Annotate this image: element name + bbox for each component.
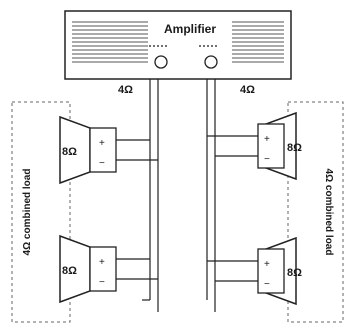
amplifier: Amplifier	[64, 10, 292, 80]
amplifier-label: Amplifier	[164, 22, 216, 36]
minus-sign: −	[264, 279, 270, 290]
speaker-impedance: 8Ω	[62, 146, 77, 158]
minus-sign: −	[99, 158, 105, 169]
plus-sign: +	[264, 134, 270, 145]
speaker-impedance: 8Ω	[62, 265, 77, 277]
speaker-right-bottom: + − 8Ω	[257, 236, 302, 306]
speaker-wires	[116, 135, 258, 301]
right-output-terminal	[204, 55, 218, 69]
plus-sign: +	[264, 259, 270, 270]
speaker-left-top: + − 8Ω	[59, 115, 117, 185]
amplifier-indicator-dots	[149, 45, 217, 47]
left-channel-impedance: 4Ω	[118, 84, 133, 96]
left-output-terminal	[154, 55, 168, 69]
minus-sign: −	[264, 154, 270, 165]
left-group-label: 4Ω combined load	[22, 169, 33, 256]
speaker-left-bottom: + − 8Ω	[59, 234, 117, 304]
right-group-label: 4Ω combined load	[323, 169, 334, 256]
plus-sign: +	[99, 138, 105, 149]
speaker-right-top: + − 8Ω	[257, 111, 302, 181]
speaker-impedance: 8Ω	[287, 267, 302, 279]
main-wires	[149, 79, 216, 312]
plus-sign: +	[99, 257, 105, 268]
right-channel-impedance: 4Ω	[240, 84, 255, 96]
right-group-box	[287, 101, 344, 323]
speaker-impedance: 8Ω	[287, 142, 302, 154]
minus-sign: −	[99, 277, 105, 288]
left-group-box	[11, 101, 71, 323]
amplifier-vent-left	[72, 21, 148, 63]
amplifier-vent-right	[232, 21, 284, 63]
